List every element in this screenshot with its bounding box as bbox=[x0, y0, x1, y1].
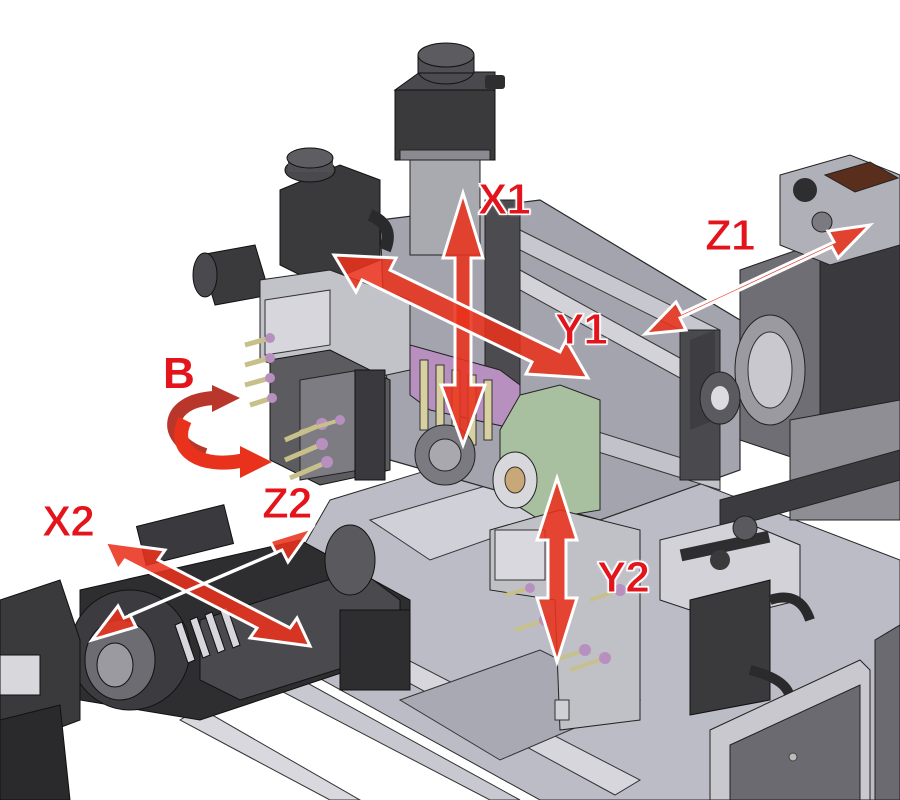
axis-label-y2: Y2 bbox=[597, 553, 651, 602]
z2-arrow bbox=[88, 525, 316, 643]
axis-label-z1: Z1 bbox=[704, 211, 755, 260]
y1-arrow bbox=[331, 253, 591, 380]
control-panel-door bbox=[709, 624, 900, 800]
axis-label-x2: X2 bbox=[42, 497, 96, 546]
x1-servo-motor bbox=[393, 42, 521, 401]
z1-arrow bbox=[641, 222, 875, 336]
main-spindle-headstock bbox=[699, 154, 900, 531]
tool-holders-left bbox=[244, 333, 345, 481]
axis-arrows bbox=[88, 187, 875, 668]
axis-label-z2: Z2 bbox=[261, 479, 312, 528]
x2-arrow bbox=[102, 540, 313, 648]
tool-holders-right bbox=[504, 583, 626, 672]
b-rotary-arrow bbox=[167, 385, 272, 478]
axis-label-b: B bbox=[163, 349, 195, 398]
y2-servo-motor bbox=[659, 515, 815, 716]
axis-label-y1: Y1 bbox=[555, 305, 609, 354]
back-spindle bbox=[0, 504, 411, 800]
y2-arrow bbox=[534, 473, 580, 668]
gang-tool-post bbox=[192, 147, 411, 486]
axis-label-x1: X1 bbox=[478, 175, 532, 224]
